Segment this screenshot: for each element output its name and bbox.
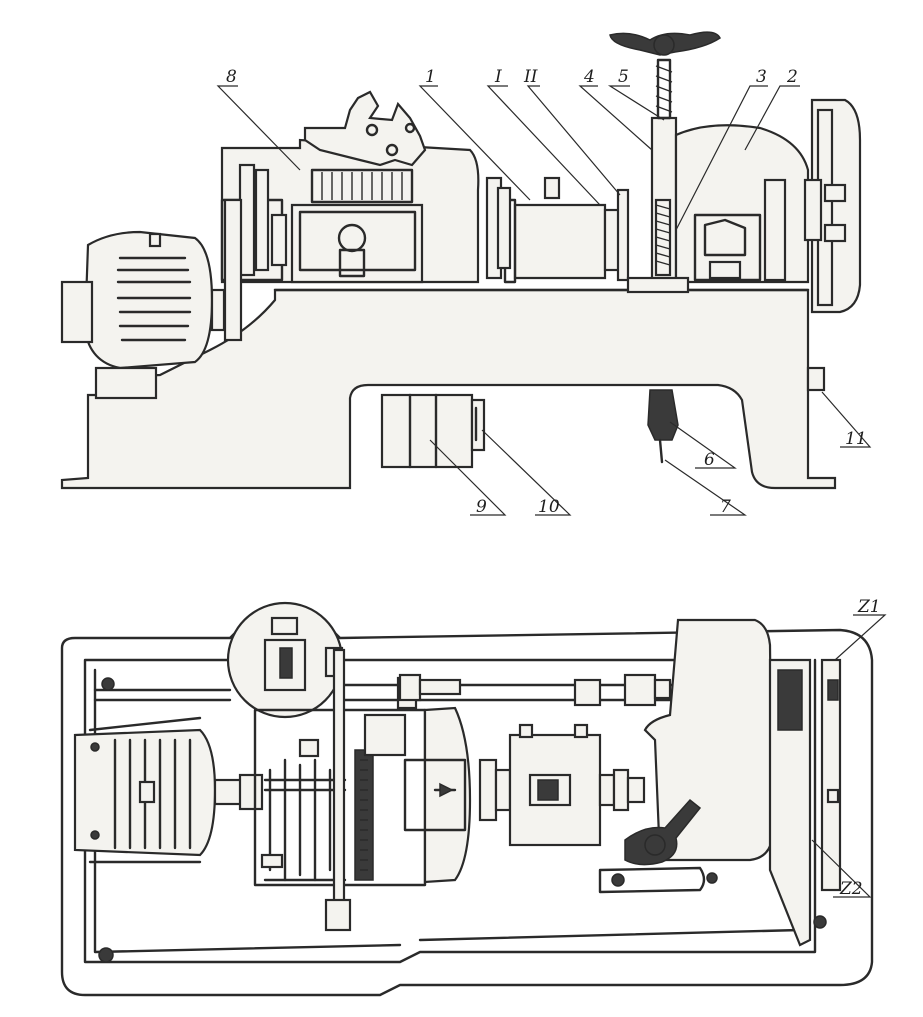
plan-view	[60, 601, 874, 997]
side-view	[60, 31, 862, 490]
label-z2: Z2	[839, 879, 863, 899]
label-6: 6	[704, 450, 715, 470]
side-motor	[83, 230, 214, 370]
label-9: 9	[476, 497, 487, 517]
label-7: 7	[720, 497, 731, 517]
label-z1: Z1	[857, 597, 881, 617]
gear-z1	[768, 658, 812, 947]
plan-lead-screw	[332, 648, 346, 922]
pump-body	[290, 203, 424, 284]
label-II: II	[523, 67, 538, 87]
pulley-9	[380, 393, 474, 469]
label-11: 11	[845, 429, 867, 449]
label-3: 3	[756, 67, 767, 87]
plan-bed-outline	[60, 626, 874, 997]
label-1: 1	[425, 67, 436, 87]
plan-view-labels: Z1 Z2	[811, 597, 887, 899]
label-2: 2	[786, 67, 798, 87]
label-5: 5	[618, 67, 629, 87]
tool-6	[647, 389, 679, 441]
lead-screw	[656, 58, 672, 120]
label-10: 10	[538, 497, 560, 517]
label-4: 4	[583, 67, 595, 87]
plan-right-housing	[643, 618, 774, 862]
label-8: 8	[226, 67, 237, 87]
label-I: I	[494, 67, 502, 87]
plan-clamp-handle	[624, 798, 702, 866]
middle-unit	[513, 203, 607, 280]
side-view-labels: 8 1 I II 4 5 3 2 9 10 6 7 11	[216, 67, 872, 517]
